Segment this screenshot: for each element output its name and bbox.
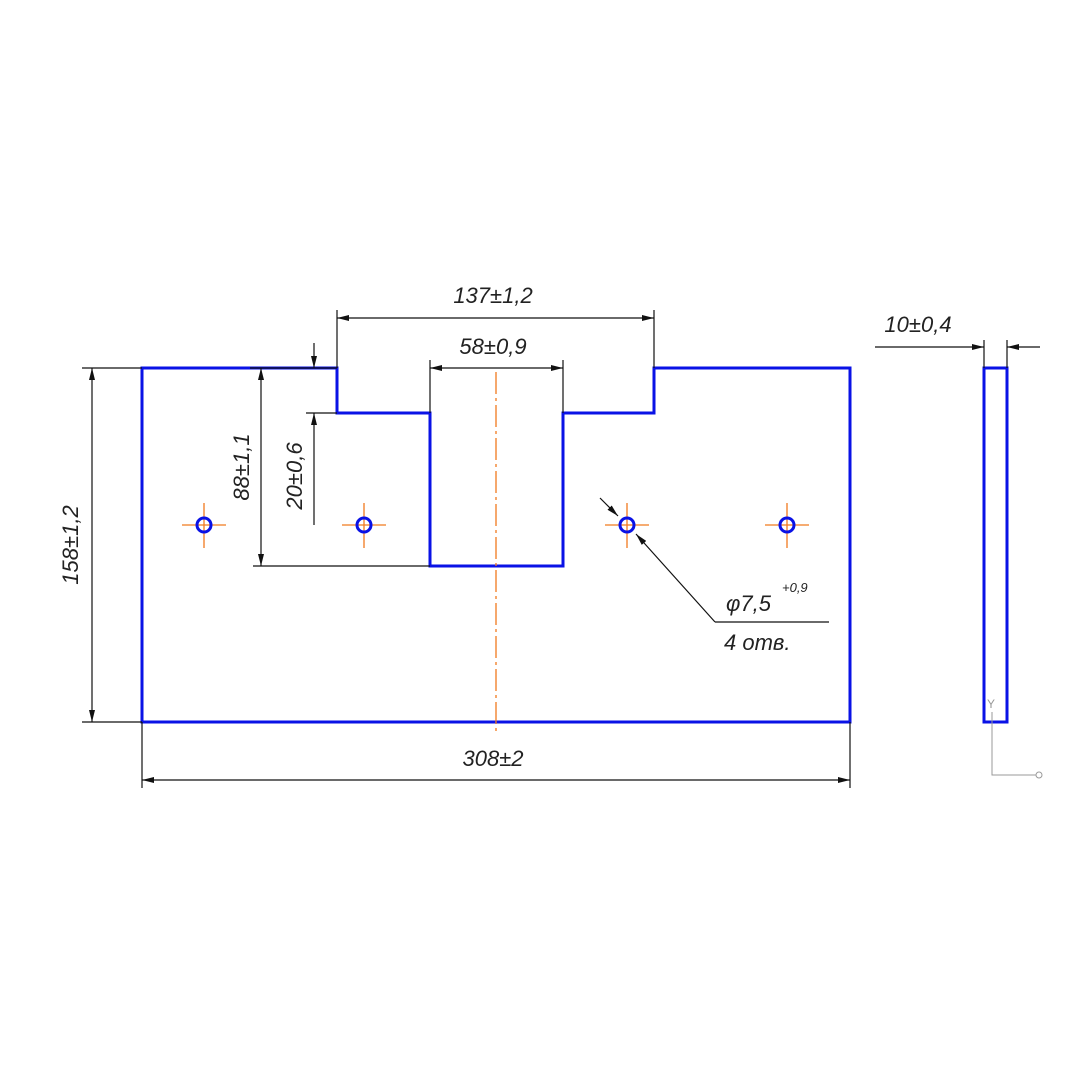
dimension-thickness: 10±0,4 [875,312,1040,368]
hole-4 [765,503,809,548]
dimension-total-width: 308±2 [141,722,851,788]
hole-tolerance: +0,9 [782,580,808,595]
hole-1 [182,503,226,548]
dimension-notch-width: 137±1,2 [336,283,655,368]
dimension-label: 10±0,4 [884,312,951,337]
hole-3 [605,503,649,548]
dimension-total-height: 158±1,2 [58,367,142,723]
hole-diameter: φ7,5 [726,591,772,616]
dimension-label: 20±0,6 [282,442,307,511]
dimension-slot-depth: 88±1,1 [229,367,430,567]
dimension-label: 137±1,2 [453,283,532,308]
hole-count: 4 отв. [724,630,791,655]
dimension-slot-width: 58±0,9 [429,334,564,413]
axis-y-label: Y [987,697,995,711]
dimension-notch-depth: 20±0,6 [282,343,337,525]
dimension-label: 58±0,9 [459,334,526,359]
axis-indicator: Y [987,697,1043,779]
hole-2 [342,503,386,548]
dimension-label: 158±1,2 [58,505,83,584]
dimension-label: 308±2 [462,746,523,771]
hole-callout: φ7,5 +0,9 4 отв. [599,497,829,655]
dimension-label: 88±1,1 [229,433,254,500]
side-view-outline [982,366,1009,724]
